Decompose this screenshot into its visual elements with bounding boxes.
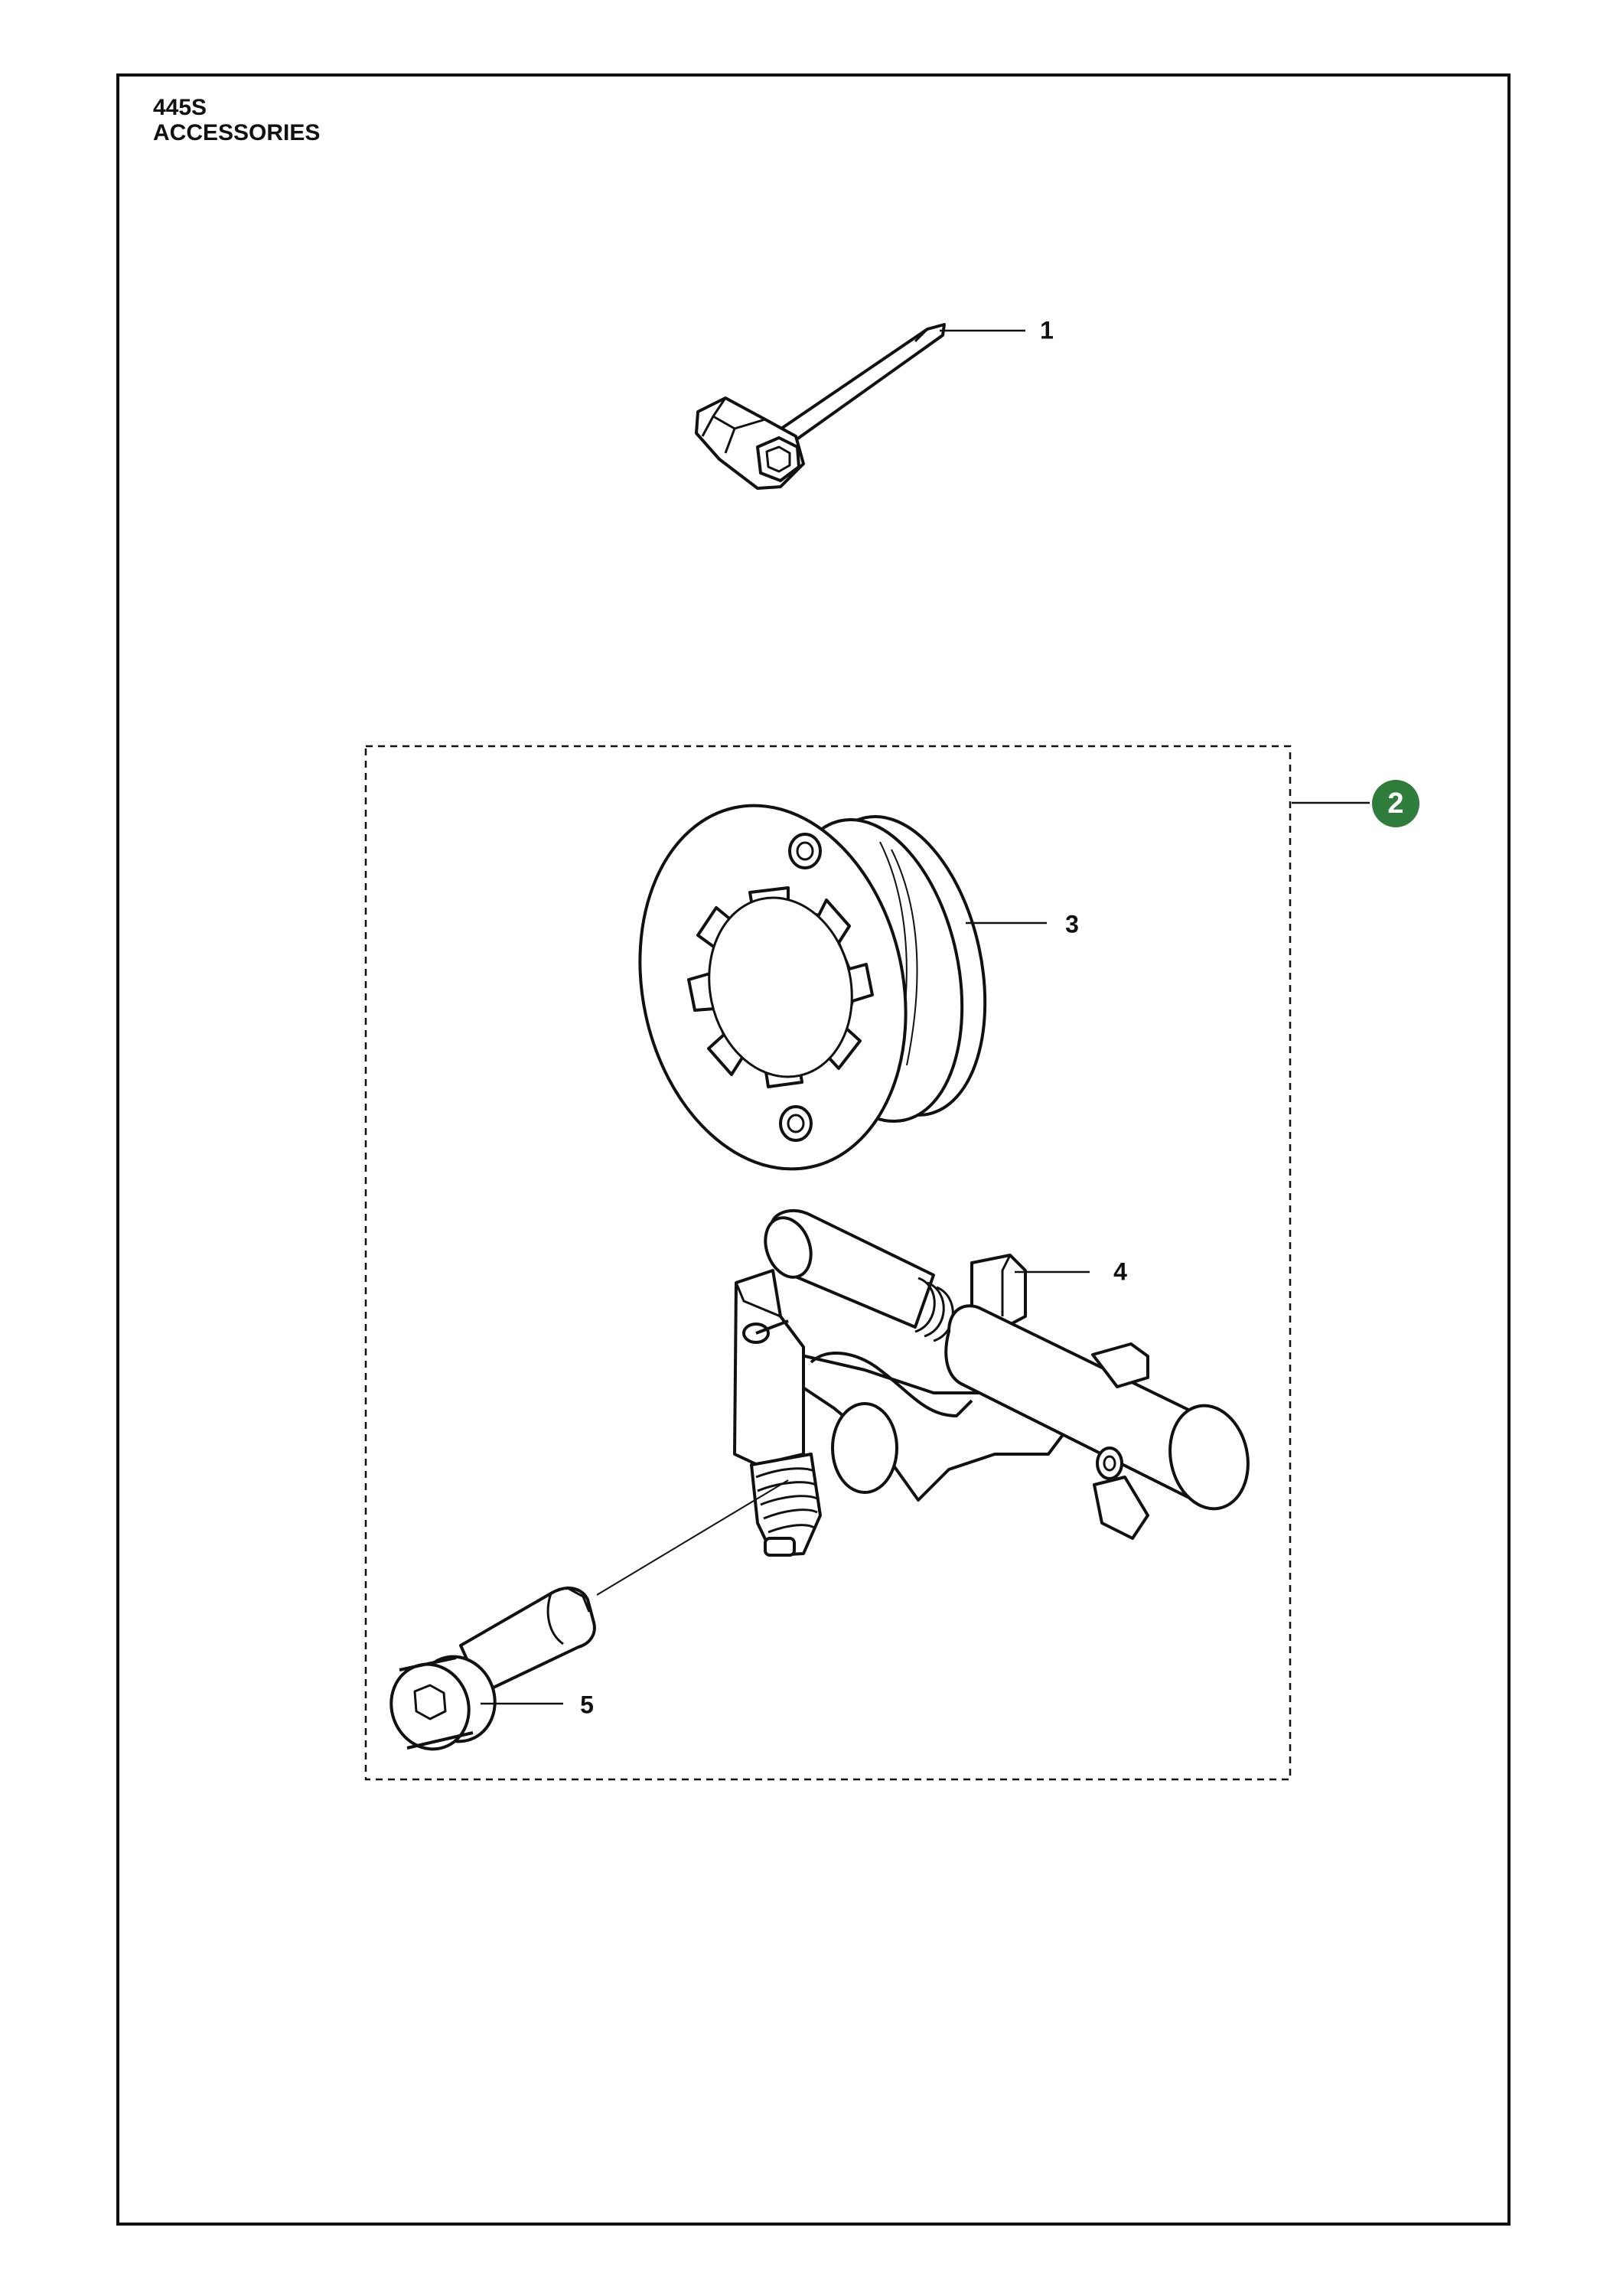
callout-4[interactable]: 4 — [1113, 1257, 1127, 1286]
assembly-line-5 — [596, 1479, 789, 1596]
chain-tensioner — [733, 1208, 1250, 1557]
sprocket-rim — [638, 804, 987, 1171]
callout-1[interactable]: 1 — [1040, 316, 1054, 344]
model-number: 445S — [153, 95, 207, 120]
socket-head-screw — [389, 1586, 596, 1751]
page-header: 445S ACCESSORIES — [153, 95, 320, 145]
callout-5[interactable]: 5 — [580, 1691, 594, 1719]
combination-wrench — [695, 323, 946, 490]
kit-dashed-boundary — [364, 745, 1292, 1781]
callout-2-badge[interactable]: 2 — [1387, 788, 1404, 820]
kit-badge-circle — [1372, 780, 1419, 827]
section-title: ACCESSORIES — [153, 120, 321, 145]
callout-3[interactable]: 3 — [1065, 910, 1079, 938]
sheet-frame — [116, 73, 1511, 2226]
